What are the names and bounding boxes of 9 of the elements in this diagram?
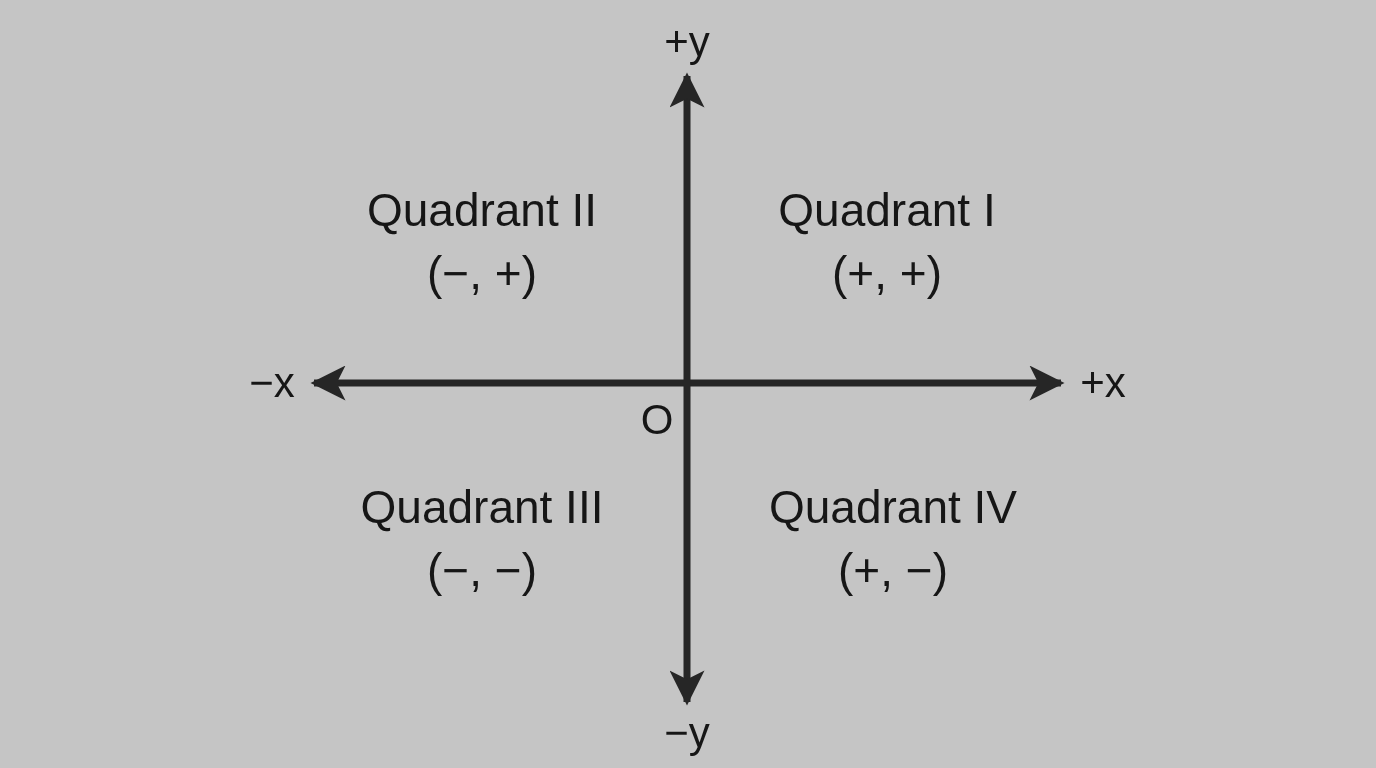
axis-label: +x xyxy=(1080,362,1126,404)
axis-label: −x xyxy=(249,362,295,404)
axis-label: +y xyxy=(664,21,710,63)
quadrant-name: Quadrant II xyxy=(366,187,598,233)
axis-label: −y xyxy=(664,712,710,754)
quadrant-name: Quadrant I xyxy=(778,187,996,233)
quadrant-name: Quadrant III xyxy=(360,484,604,530)
quadrant-name: Quadrant IV xyxy=(769,484,1017,530)
origin-label: O xyxy=(640,399,674,441)
